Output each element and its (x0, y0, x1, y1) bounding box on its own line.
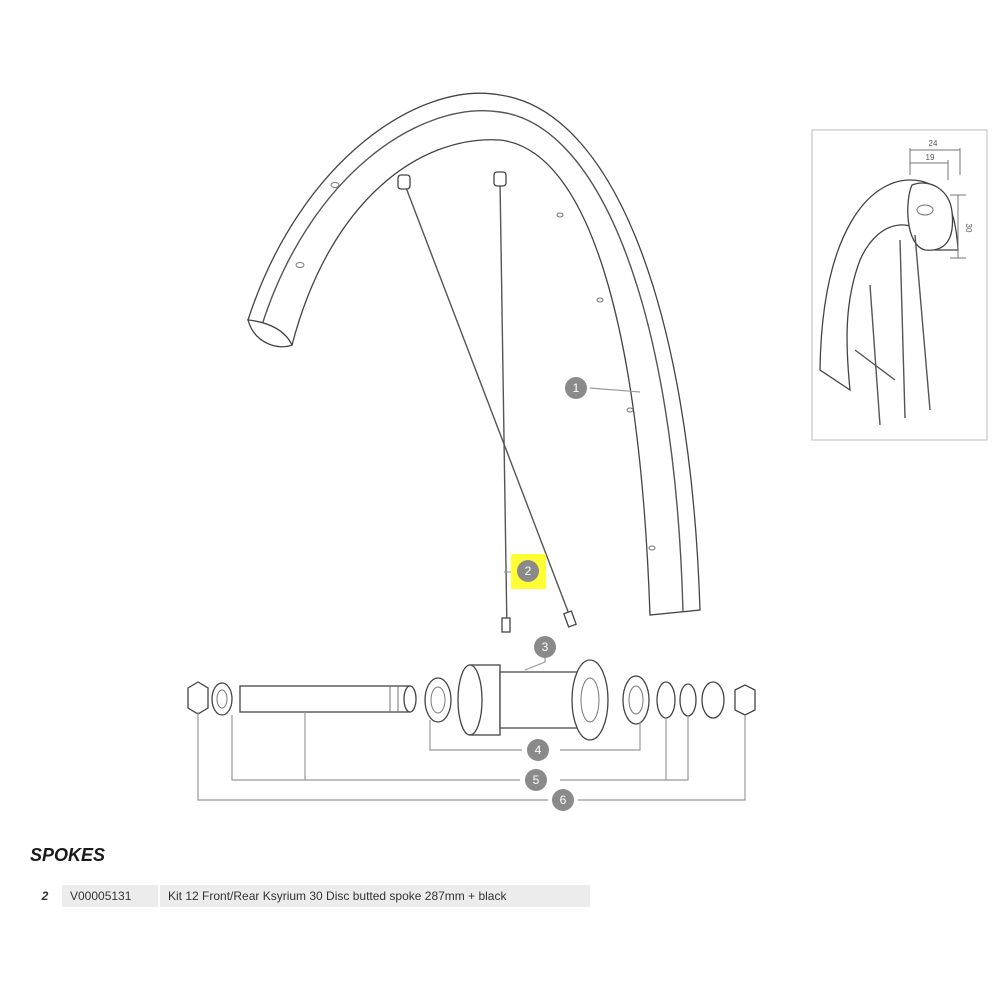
parts-table-row[interactable]: 2 V00005131 Kit 12 Front/Rear Ksyrium 30… (30, 885, 592, 907)
callout-6[interactable]: 6 (552, 789, 574, 811)
callout-2-label: 2 (525, 564, 532, 578)
grouping-brackets (197, 648, 746, 801)
callout-1-label: 1 (573, 381, 580, 395)
dim-width-outer: 24 (929, 139, 938, 148)
callout-2[interactable]: 2 (511, 554, 546, 589)
callout-4[interactable]: 4 (527, 739, 549, 761)
leader-1 (589, 387, 641, 393)
callout-3-label: 3 (542, 640, 549, 654)
part-description: Kit 12 Front/Rear Ksyrium 30 Disc butted… (160, 885, 592, 907)
dim-height: 30 (964, 224, 973, 233)
callout-3[interactable]: 3 (534, 636, 556, 658)
callout-6-label: 6 (560, 793, 567, 807)
spokes-drawing (397, 171, 577, 633)
callout-1[interactable]: 1 (565, 377, 587, 399)
rim-profile-inset: 24 19 30 (811, 129, 988, 441)
hub-assembly-drawing (187, 659, 756, 741)
part-code: V00005131 (62, 885, 160, 907)
dim-width-inner: 19 (926, 153, 935, 162)
callout-4-label: 4 (535, 743, 542, 757)
rim-drawing (247, 92, 701, 616)
section-title: SPOKES (30, 845, 106, 865)
callout-5-label: 5 (533, 773, 540, 787)
part-number: 2 (30, 885, 62, 907)
callout-5[interactable]: 5 (525, 769, 547, 791)
